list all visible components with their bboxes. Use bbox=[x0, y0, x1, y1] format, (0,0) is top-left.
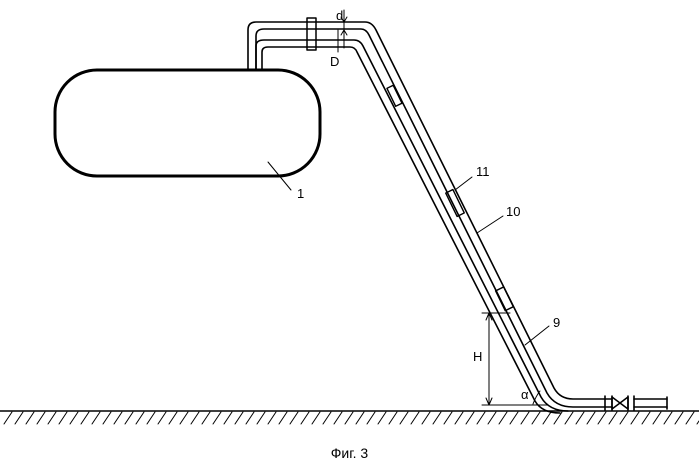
label-10: 10 bbox=[506, 204, 520, 219]
label-tank-1: 1 bbox=[297, 186, 304, 201]
ground bbox=[0, 411, 699, 424]
label-9: 9 bbox=[553, 315, 560, 330]
tank-body bbox=[55, 70, 320, 176]
label-H: H bbox=[473, 349, 482, 364]
label-11: 11 bbox=[476, 164, 490, 179]
pipe-assembly bbox=[248, 18, 667, 413]
label-D: D bbox=[330, 54, 339, 69]
outer-pipe-inner-wall bbox=[256, 29, 605, 407]
leader-lines bbox=[268, 162, 549, 345]
label-d: d bbox=[336, 8, 343, 23]
figure-caption: Фиг. 3 bbox=[0, 445, 699, 461]
valve-icon bbox=[612, 397, 628, 409]
label-alpha: α bbox=[521, 387, 529, 402]
inner-pipe bbox=[256, 40, 568, 411]
